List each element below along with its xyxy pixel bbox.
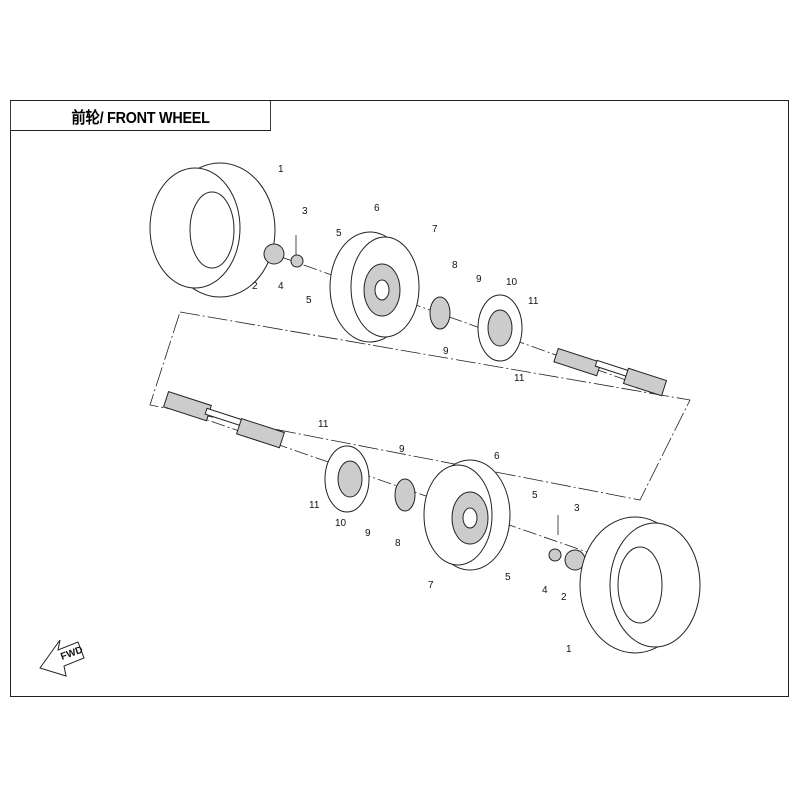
- callout: 11: [309, 500, 320, 511]
- callout: 9: [476, 274, 482, 285]
- callout: 1: [566, 644, 572, 655]
- callout: 5: [505, 572, 511, 583]
- callout: 3: [574, 503, 580, 514]
- tire-bottom: [579, 516, 701, 654]
- callout: 6: [494, 451, 500, 462]
- hub-cap-top: [263, 235, 304, 268]
- callout: 9: [365, 528, 371, 539]
- callout: 8: [452, 260, 458, 271]
- wheel-rim-top: [329, 231, 420, 343]
- drawing-frame: [10, 100, 789, 697]
- callout: 7: [428, 580, 434, 591]
- tire-top: [149, 162, 276, 298]
- callout: 5: [306, 295, 312, 306]
- callout: 11: [528, 296, 539, 307]
- callout: 2: [252, 281, 258, 292]
- callout: 4: [278, 281, 284, 292]
- callout: 2: [561, 592, 567, 603]
- callout: 7: [432, 224, 438, 235]
- callout: 5: [532, 490, 538, 501]
- brake-disc-bottom: [324, 445, 370, 513]
- callout: 3: [302, 206, 308, 217]
- callout: 4: [542, 585, 548, 596]
- hub-cap-bottom: [548, 515, 586, 571]
- fwd-arrow-icon: FWD: [39, 639, 85, 677]
- callout: 10: [506, 277, 518, 288]
- drive-shaft-top: [553, 347, 668, 397]
- drive-shaft-bottom: [162, 390, 285, 449]
- callouts-top: 1 3 6 7 5 2 4 5 8 9 10 11 9 11: [252, 164, 539, 384]
- callout: 9: [399, 444, 405, 455]
- callouts-bottom: 11 9 6 5 3 11 10 9 8 7 5 4 2 1: [309, 419, 580, 655]
- page-title: 前轮/ FRONT WHEEL: [10, 100, 271, 131]
- callout: 10: [335, 518, 347, 529]
- hub-bottom: [394, 478, 416, 512]
- wheel-rim-bottom: [423, 459, 511, 571]
- callout: 6: [374, 203, 380, 214]
- brake-disc-top: [477, 294, 523, 362]
- callout: 8: [395, 538, 401, 549]
- callout: 1: [278, 164, 284, 175]
- callout: 11: [318, 419, 329, 430]
- hub-top: [429, 296, 451, 330]
- callout: 5: [336, 228, 342, 239]
- callout: 11: [514, 373, 525, 384]
- callout: 9: [443, 346, 449, 357]
